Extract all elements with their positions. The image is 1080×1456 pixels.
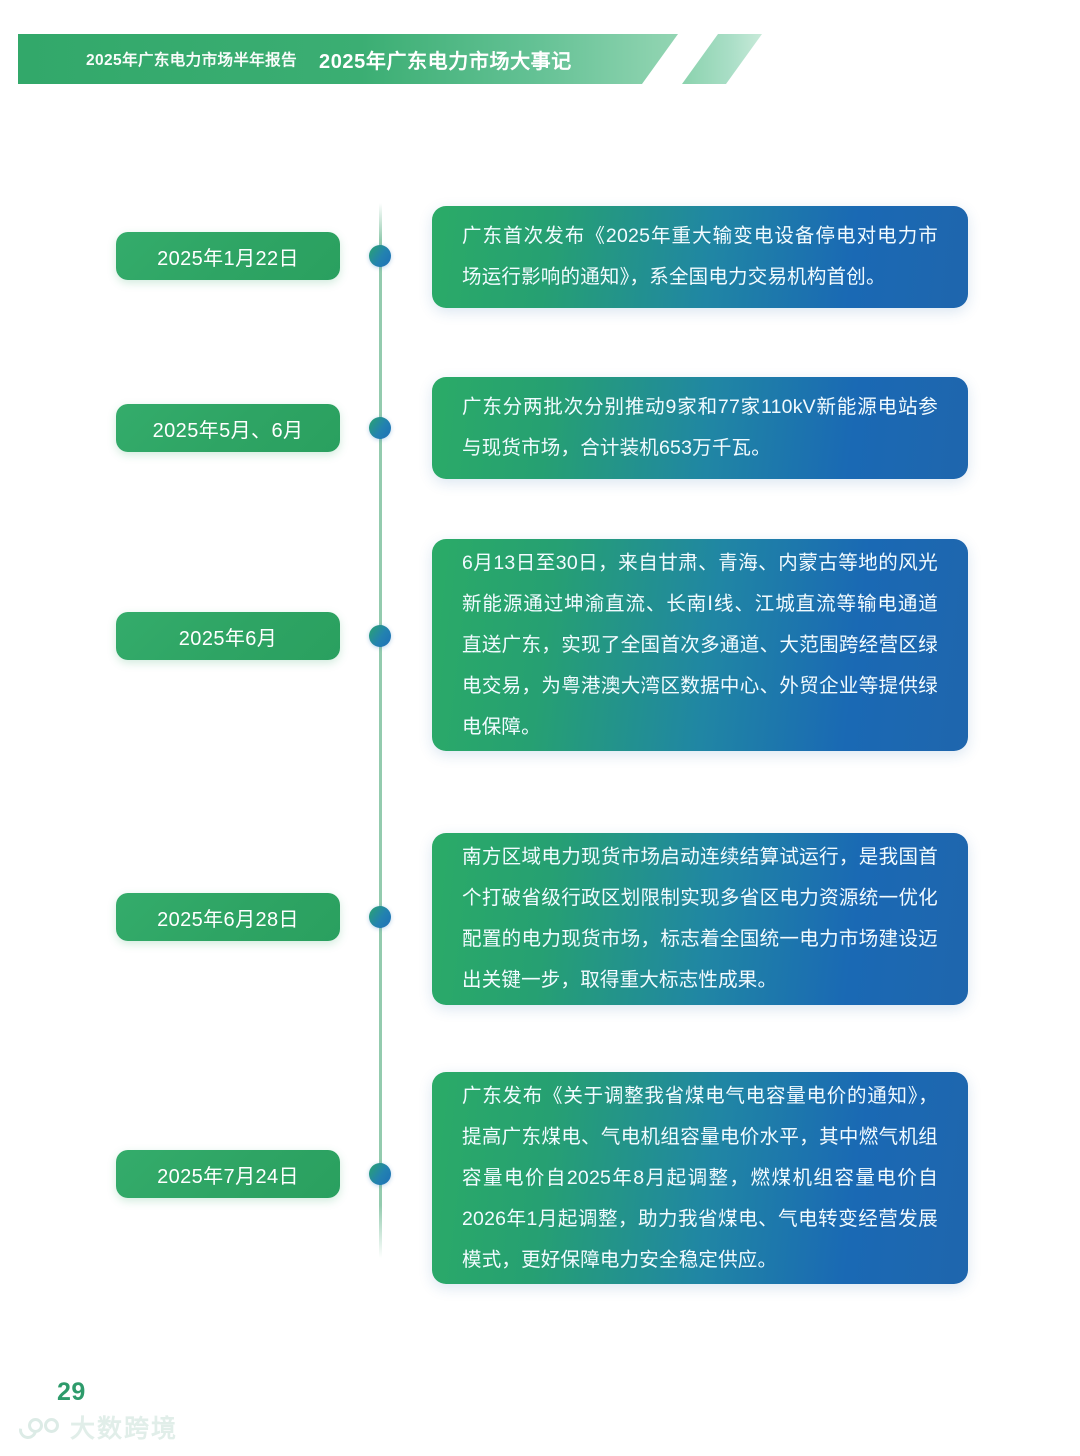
timeline-date-pill[interactable]: 2025年5月、6月 [116,404,340,452]
timeline-node-dot [369,417,391,439]
timeline-date-label: 2025年1月22日 [157,247,299,270]
timeline-date-label: 2025年5月、6月 [152,419,304,442]
watermark-label: 大数跨境 [70,1414,179,1443]
header-text-group: 2025年广东电力市场半年报告 2025年广东电力市场大事记 [18,34,678,84]
watermark: 大数跨境 [15,1414,179,1443]
timeline-content-text: 广东首次发布《2025年重大输变电设备停电对电力市场运行影响的通知》，系全国电力… [462,225,938,288]
page-number: 29 [57,1378,86,1406]
timeline-date-pill[interactable]: 2025年7月24日 [116,1150,340,1198]
timeline-date-pill[interactable]: 2025年6月 [116,612,340,660]
timeline-content-text: 南方区域电力现货市场启动连续结算试运行，是我国首个打破省级行政区划限制实现多省区… [462,846,938,991]
header-green-shape [18,34,678,84]
timeline-content-card[interactable]: 广东首次发布《2025年重大输变电设备停电对电力市场运行影响的通知》，系全国电力… [432,206,968,308]
timeline-node-dot [369,245,391,267]
timeline-content-text: 广东分两批次分别推动9家和77家110kV新能源电站参与现货市场，合计装机653… [462,396,938,459]
header-subtitle: 2025年广东电力市场半年报告 [86,52,297,69]
timeline-content-text: 广东发布《关于调整我省煤电气电容量电价的通知》，提高广东煤电、气电机组容量电价水… [462,1084,938,1271]
page-title: 2025年广东电力市场大事记 [318,50,572,73]
timeline-content-text: 6月13日至30日，来自甘肃、青海、内蒙古等地的风光新能源通过坤渝直流、长南Ⅰ线… [462,551,938,738]
timeline-axis-line [379,203,382,1258]
timeline-date-label: 2025年6月28日 [157,908,299,931]
watermark-logo-icon [15,1416,64,1443]
timeline-content-card[interactable]: 广东发布《关于调整我省煤电气电容量电价的通知》，提高广东煤电、气电机组容量电价水… [432,1072,968,1284]
timeline-date-pill[interactable]: 2025年6月28日 [116,893,340,941]
timeline-content-card[interactable]: 广东分两批次分别推动9家和77家110kV新能源电站参与现货市场，合计装机653… [432,377,968,479]
timeline-date-pill[interactable]: 2025年1月22日 [116,232,340,280]
timeline-date-label: 2025年6月 [178,627,278,650]
timeline-node-dot [369,906,391,928]
timeline-node-dot [369,1163,391,1185]
timeline-content-card[interactable]: 6月13日至30日，来自甘肃、青海、内蒙古等地的风光新能源通过坤渝直流、长南Ⅰ线… [432,539,968,751]
timeline-date-label: 2025年7月24日 [157,1165,299,1188]
timeline-node-dot [369,625,391,647]
timeline-content-card[interactable]: 南方区域电力现货市场启动连续结算试运行，是我国首个打破省级行政区划限制实现多省区… [432,833,968,1005]
page-header-band: 2025年广东电力市场半年报告 2025年广东电力市场大事记 [18,34,762,84]
